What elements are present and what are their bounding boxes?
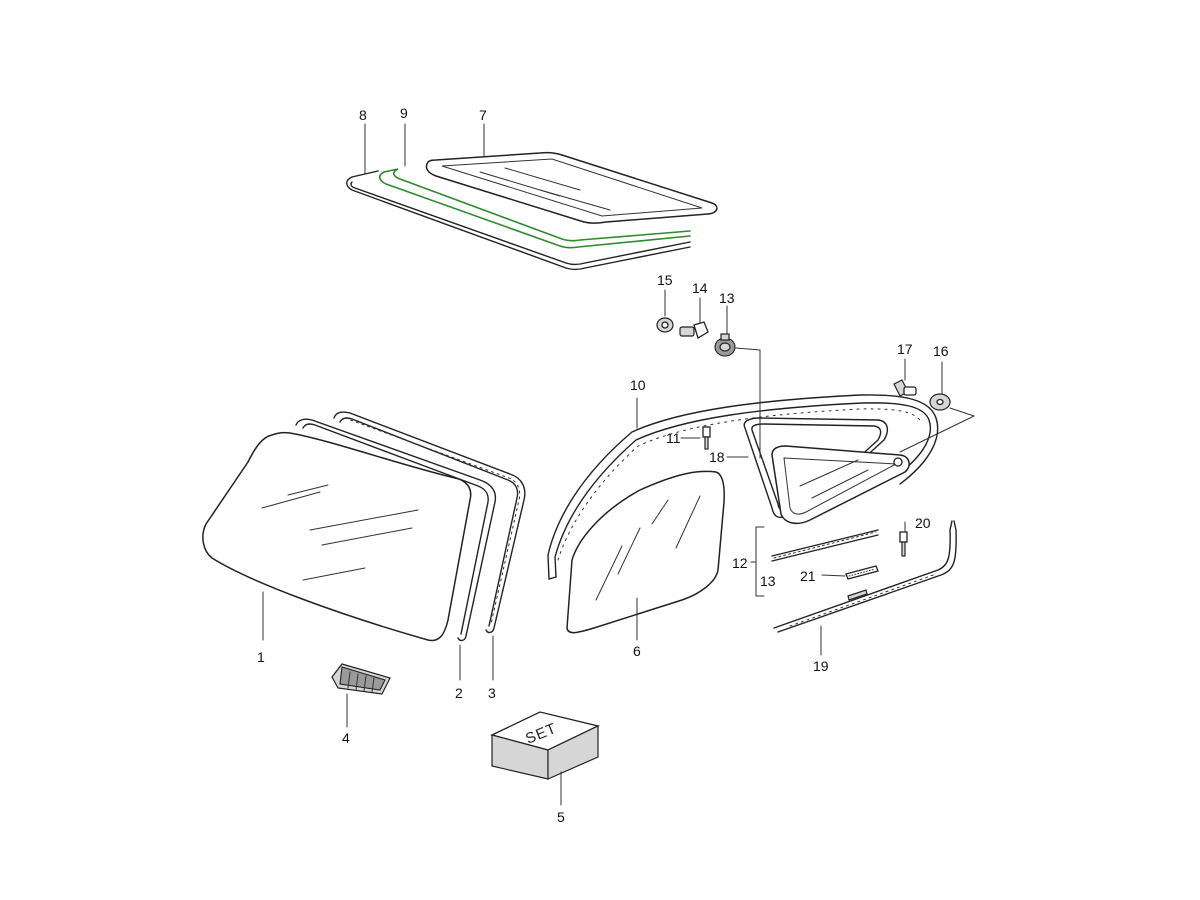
part-number-18: 18 (709, 449, 725, 465)
bolt-14 (679, 321, 709, 339)
part-number-4: 4 (342, 730, 350, 746)
part-number-9: 9 (400, 105, 408, 121)
belt-molding-19 (773, 520, 957, 633)
windshield-seal-2 (295, 418, 497, 642)
part-number-14: 14 (692, 280, 708, 296)
part-number-20: 20 (915, 515, 931, 531)
rail-12 (771, 529, 879, 562)
part-number-17: 17 (897, 341, 913, 357)
rivet-20 (899, 531, 908, 557)
nut-15 (656, 317, 674, 333)
part-number-3: 3 (488, 685, 496, 701)
part-labels: 1 2 3 4 5 6 7 8 9 10 11 12 13 13 14 15 1… (257, 105, 949, 825)
clip-4 (331, 663, 391, 695)
part-number-11: 11 (666, 430, 681, 446)
part-number-2: 2 (455, 685, 463, 701)
part-number-1: 1 (257, 649, 265, 665)
part-number-21: 21 (800, 568, 816, 584)
part-number-13-upper: 13 (719, 290, 735, 306)
windshield-glass-1 (202, 431, 472, 642)
windshield-trim-3 (333, 411, 526, 634)
bolt-17 (893, 379, 917, 397)
set-box-5: SET (490, 711, 600, 780)
part-number-16: 16 (933, 343, 949, 359)
washer-16 (929, 393, 951, 411)
door-glass-6 (566, 470, 725, 634)
part-number-10: 10 (630, 377, 646, 393)
quarter-glass-18 (771, 445, 910, 525)
part-number-6: 6 (633, 643, 641, 659)
rivet-11 (702, 426, 711, 450)
pad-21 (845, 565, 879, 580)
seal-9 (378, 168, 691, 249)
part-number-8: 8 (359, 107, 367, 123)
part-number-7: 7 (479, 107, 487, 123)
leader-lines (262, 123, 975, 806)
roof-glass-7 (425, 151, 718, 224)
part-number-19: 19 (813, 658, 829, 674)
part-number-13-lower: 13 (760, 573, 776, 589)
part-number-12: 12 (732, 555, 748, 571)
grommet-13 (714, 333, 736, 357)
part-number-15: 15 (657, 272, 673, 288)
door-trim-10 (547, 394, 939, 580)
part-number-5: 5 (557, 809, 565, 825)
